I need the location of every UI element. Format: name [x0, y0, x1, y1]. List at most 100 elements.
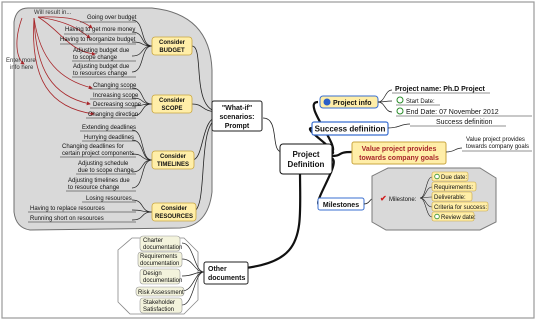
milestone-item-5: Review date: — [441, 215, 476, 221]
doc-3-line1: Design — [143, 271, 162, 277]
doc-stakeholder[interactable] — [139, 297, 183, 314]
consider-resources-node[interactable] — [151, 202, 197, 222]
consider-timelines-line1: Consider — [160, 154, 187, 160]
milestone-field-deliverable[interactable] — [431, 191, 473, 202]
timelines-item-4b: due to scope change — [78, 168, 134, 174]
note-prefix: Will result in... — [34, 10, 72, 16]
value-project-node[interactable] — [351, 141, 447, 165]
resources-item-1: Losing resources — [86, 196, 132, 202]
timelines-item-2: Hurrying deadlines — [84, 135, 134, 141]
doc-5-line2: Satisfaction — [143, 307, 174, 313]
consider-budget-node[interactable] — [151, 36, 193, 56]
resources-item-3: Running short on resources — [30, 216, 104, 222]
other-documents-branch: Charter documentation Requirements docum… — [117, 235, 249, 315]
clock-icon — [396, 107, 404, 115]
budget-branch: Going over budget Having to get more mon… — [60, 15, 193, 78]
milestone-label: Milestone: — [389, 197, 417, 203]
consider-budget-line1: Consider — [159, 40, 186, 46]
doc-requirements[interactable] — [137, 251, 183, 268]
resources-item-2: Having to replace resources — [30, 206, 105, 212]
success-definition-node[interactable] — [311, 121, 389, 136]
milestones-label: Milestones — [323, 202, 359, 209]
timelines-item-4a: Adjusting schedule — [78, 161, 129, 167]
scope-item-2: Increasing scope — [93, 93, 139, 99]
timelines-item-3b: certain project components — [62, 151, 134, 157]
other-documents-node[interactable] — [203, 261, 249, 285]
other-documents-line1: Other — [208, 266, 227, 273]
center-line2: Definition — [288, 160, 325, 169]
project-info-label: Project info — [333, 100, 372, 107]
success-definition-child: Success definition — [436, 119, 493, 126]
doc-3-line2: documentation — [143, 278, 182, 284]
scope-item-3: Decreasing scope — [93, 102, 142, 108]
clock-icon — [396, 96, 404, 104]
consider-resources-line2: RESOURCES — [155, 214, 193, 220]
consider-scope-line1: Consider — [159, 98, 186, 104]
consider-budget-line2: BUDGET — [159, 48, 185, 54]
doc-5-line1: Stakeholder — [143, 300, 175, 306]
timelines-item-3a: Changing deadlines for — [62, 144, 124, 150]
note-enter-line2: info here — [10, 65, 34, 71]
value-child-line2: towards company goals — [466, 144, 529, 150]
budget-item-4a: Adjusting budget due — [73, 48, 130, 54]
doc-design[interactable] — [139, 268, 181, 285]
consider-resources-line1: Consider — [161, 206, 188, 212]
center-line1: Project — [292, 150, 319, 159]
consider-scope-node[interactable] — [151, 94, 193, 114]
what-if-node[interactable] — [211, 100, 263, 132]
timelines-item-5a: Adjusting timelines due — [68, 178, 130, 184]
what-if-line3: Prompt — [225, 123, 250, 130]
doc-2-line1: Requirements — [140, 254, 177, 260]
resources-branch: Losing resources Having to replace resou… — [28, 196, 197, 223]
milestone-field-review-date[interactable] — [431, 211, 475, 222]
clock-icon — [434, 173, 440, 180]
consider-scope-line2: SCOPE — [161, 106, 182, 112]
scope-item-1: Changing scope — [93, 83, 137, 89]
info-icon — [323, 98, 331, 106]
check-icon: ✔ — [380, 194, 387, 203]
milestone-field-due-date[interactable] — [431, 171, 469, 182]
project-info-branch: Project info Project name: Ph.D Project … — [319, 86, 532, 117]
budget-item-3: Having to reorganize budget — [60, 37, 136, 43]
value-child-line1: Value project provides — [466, 137, 525, 143]
scope-item-4: Changing direction — [88, 112, 138, 118]
doc-1-line1: Charter — [143, 238, 163, 244]
what-if-line1: "What-if" — [222, 105, 252, 112]
budget-item-2: Having to get more money — [65, 27, 135, 33]
success-branch: Success definition Success definition — [311, 119, 506, 136]
milestone-item-4: Criteria for success: — [434, 205, 487, 211]
consider-timelines-line2: TIMELINES — [157, 162, 189, 168]
start-date-text: Start Date: — [406, 99, 435, 105]
doc-charter[interactable] — [139, 235, 181, 252]
relationship-arrows — [16, 16, 96, 116]
budget-item-5a: Adjusting budget due — [73, 64, 130, 70]
other-documents-line2: documents — [208, 275, 245, 282]
consider-timelines-node[interactable] — [151, 150, 195, 170]
budget-item-4b: to scope change — [73, 55, 118, 61]
milestone-item-3: Deliverable: — [434, 195, 466, 201]
what-if-boundary — [13, 7, 213, 231]
clock-icon — [434, 213, 440, 220]
timelines-item-5b: to resource change — [68, 185, 120, 191]
value-project-line1: Value project provides — [362, 146, 437, 153]
milestone-field-requirements[interactable] — [431, 181, 477, 192]
milestones-branch: Milestones ✔ Milestone: Due date: Requir… — [317, 167, 497, 231]
what-if-line2: scenarios: — [219, 114, 254, 121]
timelines-branch: Extending deadlines Hurrying deadlines C… — [60, 125, 195, 192]
project-name-text: Project name: Ph.D Project — [395, 86, 486, 93]
end-date-text: End Date: 07 November 2012 — [406, 109, 499, 116]
milestone-field-criteria[interactable] — [431, 201, 489, 212]
doc-4-line1: Risk Assessment — [138, 290, 184, 296]
value-project-line2: towards company goals — [359, 155, 439, 162]
budget-item-5b: to resources change — [73, 71, 128, 77]
project-definition-node[interactable] — [279, 143, 333, 175]
milestone-item-2: Requirements: — [434, 185, 473, 191]
doc-1-line2: documentation — [143, 245, 182, 251]
note-enter-line1: Enter more — [6, 58, 36, 64]
value-branch: Value project provides towards company g… — [351, 137, 532, 165]
success-definition-label: Success definition — [315, 125, 386, 134]
budget-item-1: Going over budget — [87, 15, 137, 21]
timelines-item-1: Extending deadlines — [82, 125, 136, 131]
doc-risk-assessment[interactable] — [135, 286, 185, 297]
